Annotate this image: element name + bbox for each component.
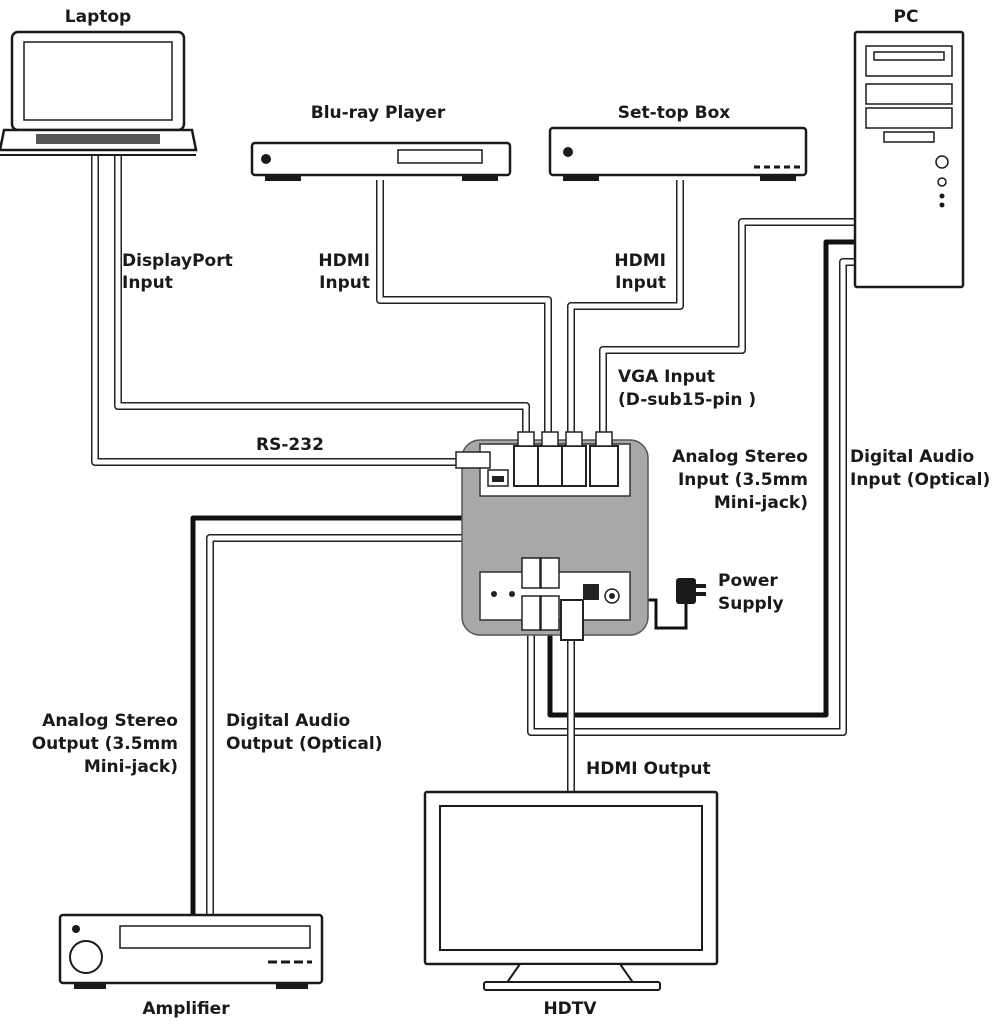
vga-input-label-line1: VGA Input <box>618 367 715 387</box>
set-top-box-device <box>548 126 808 181</box>
analog-stereo-output-label-line2: Output (3.5mm <box>32 734 178 754</box>
analog-stereo-output-label-line1: Analog Stereo <box>42 711 178 731</box>
power-adapter-icon <box>676 578 706 604</box>
pc-device <box>853 30 965 289</box>
cable-rs232 <box>91 155 458 466</box>
set-top-box-label: Set-top Box <box>618 103 730 123</box>
hdmi-input-2-label-line2: Input <box>615 273 666 293</box>
rs232-label: RS-232 <box>256 435 324 455</box>
hdtv-device <box>423 790 719 991</box>
cable-displayport <box>114 155 530 440</box>
vga-input-label-line2: (D-sub15-pin ) <box>618 390 756 410</box>
laptop-label: Laptop <box>65 7 131 27</box>
cable-digital-audio-in <box>527 258 855 736</box>
hdtv-label: HDTV <box>543 999 597 1019</box>
analog-stereo-input-label-line2: Input (3.5mm <box>678 470 808 490</box>
power-supply-label-line2: Supply <box>718 594 784 614</box>
laptop-device <box>0 30 198 156</box>
analog-stereo-input-label-line3: Mini-jack) <box>714 493 808 513</box>
cable-vga <box>599 218 855 440</box>
bluray-player-device <box>250 141 512 181</box>
cable-hdmi-bluray <box>376 180 552 440</box>
amplifier-device <box>58 913 324 989</box>
displayport-input-label-line1: DisplayPort <box>122 251 233 271</box>
displayport-input-label-line2: Input <box>122 273 173 293</box>
amplifier-label: Amplifier <box>142 999 230 1019</box>
analog-stereo-input-label-line1: Analog Stereo <box>672 447 808 467</box>
cable-analog-audio-in <box>547 239 855 718</box>
digital-audio-output-label-line1: Digital Audio <box>226 711 350 731</box>
hdmi-input-2-label-line1: HDMI <box>614 251 666 271</box>
hdmi-input-1-label-line2: Input <box>319 273 370 293</box>
digital-audio-input-label-line2: Input (Optical) <box>850 470 990 490</box>
analog-stereo-output-label-line3: Mini-jack) <box>84 757 178 777</box>
hdmi-output-label: HDMI Output <box>586 759 711 779</box>
pc-label: PC <box>894 7 919 27</box>
digital-audio-output-label-line2: Output (Optical) <box>226 734 383 754</box>
digital-audio-input-label-line1: Digital Audio <box>850 447 974 467</box>
power-supply-label-line1: Power <box>718 571 778 591</box>
cable-hdmi-settop <box>567 180 684 440</box>
hdmi-input-1-label-line1: HDMI <box>318 251 370 271</box>
central-switcher-unit <box>455 431 649 641</box>
bluray-player-label: Blu-ray Player <box>311 103 446 123</box>
